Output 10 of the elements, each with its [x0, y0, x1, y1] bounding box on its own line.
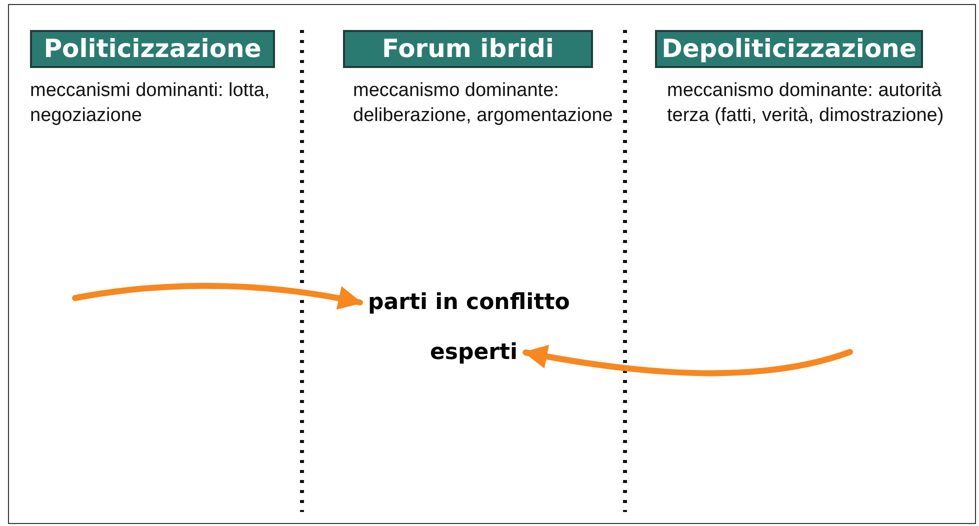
column-header: Politicizzazione [30, 30, 275, 68]
description-text: meccanismi dominanti: lotta, negoziazione [30, 79, 271, 128]
actor-label: esperti [430, 340, 518, 365]
column-header: Depoliticizzazione [655, 30, 923, 68]
actor-label: parti in conflitto [368, 290, 570, 315]
curved-arrow [72, 282, 363, 310]
description-text: meccanismo dominante: deliberazione, argomentazione [353, 79, 614, 128]
curved-arrow [522, 344, 853, 376]
description-text: meccanismo dominante: autorità terza (fatti, verità, dimostrazione) [667, 79, 945, 128]
column-header: Forum ibridi [343, 30, 593, 68]
